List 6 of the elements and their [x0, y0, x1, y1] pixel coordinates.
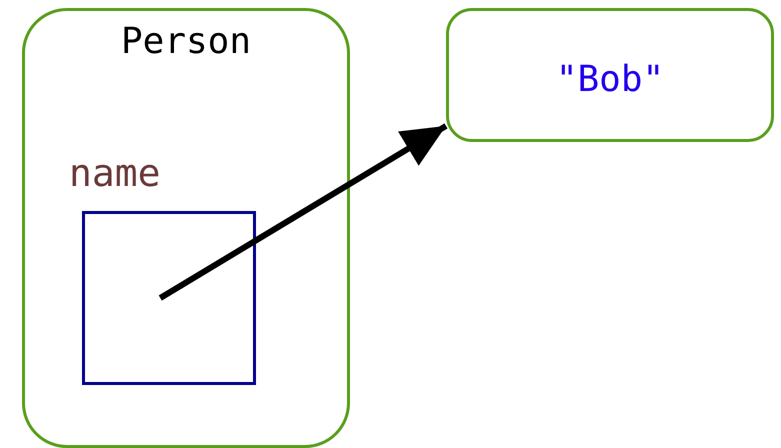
value-box — [446, 8, 774, 142]
string-value: "Bob" — [554, 59, 666, 100]
pointer-arrow — [158, 123, 448, 301]
field-name: name — [69, 151, 161, 195]
class-name: Person — [120, 21, 252, 62]
object-box — [22, 8, 350, 448]
